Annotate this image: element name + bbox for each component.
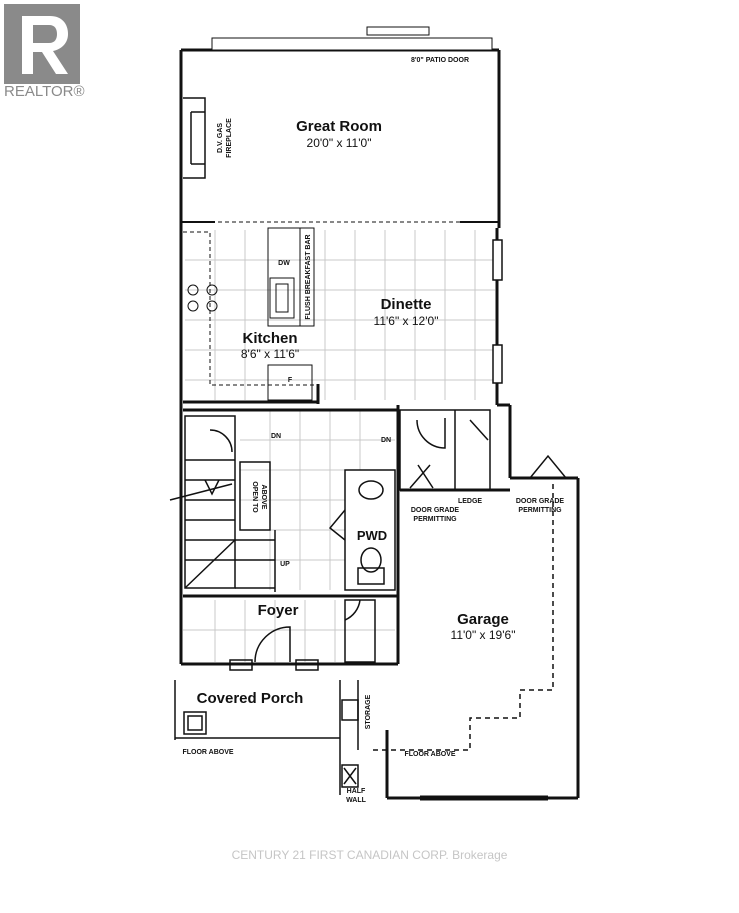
stairs-up-label: UP (280, 561, 290, 568)
tile-grid (183, 230, 495, 662)
porch (174, 680, 341, 795)
foyer-title: Foyer (258, 602, 299, 619)
kitchen-counters (183, 227, 318, 401)
dinette-dims: 11'6" x 12'0" (374, 314, 439, 328)
stairs (169, 408, 398, 592)
door-grade-label-1a: DOOR GRADE (411, 507, 460, 514)
brokerage-watermark: CENTURY 21 FIRST CANADIAN CORP. Brokerag… (231, 848, 508, 862)
kitchen-dims: 8'6" x 11'6" (241, 347, 299, 361)
fireplace-label-1: D.V. GAS (217, 123, 224, 153)
breakfast-bar-label: FLUSH BREAKFAST BAR (305, 234, 312, 319)
open-above-label-2: ABOVE (260, 485, 267, 510)
foyer-walls (183, 594, 398, 671)
closets (399, 409, 567, 492)
porch-floor-above-label: FLOOR ABOVE (182, 749, 233, 756)
top-windows (211, 26, 493, 51)
pwd-title: PWD (357, 528, 387, 543)
closet-down-label: DN (381, 437, 391, 444)
door-grade-label-2a: DOOR GRADE (516, 498, 565, 505)
side-windows (492, 239, 503, 384)
fireplace-label-2: FIREPLACE (226, 118, 233, 158)
dishwasher-label: DW (278, 260, 290, 267)
half-wall-label-1: HALF (347, 788, 366, 795)
ledge-label: LEDGE (458, 498, 482, 505)
garage-details (341, 480, 554, 801)
door-grade-label-1b: PERMITTING (413, 516, 457, 523)
dinette-title: Dinette (381, 296, 432, 313)
open-above-label-1: OPEN TO (251, 481, 258, 513)
realtor-logo-text: REALTOR® (4, 83, 85, 100)
garage-title: Garage (457, 611, 509, 628)
great-room-title: Great Room (296, 118, 382, 135)
powder-room (328, 469, 396, 591)
realtor-logo (4, 4, 80, 84)
stairs-down-label: DN (271, 433, 281, 440)
fireplace (183, 97, 206, 179)
kitchen-title: Kitchen (242, 330, 297, 347)
door-grade-label-2b: PERMITTING (518, 507, 562, 514)
exterior-walls (179, 48, 580, 800)
garage-floor-above-label: FLOOR ABOVE (404, 751, 455, 758)
garage-dims: 11'0" x 19'6" (451, 628, 516, 642)
covered-porch-title: Covered Porch (197, 690, 304, 707)
patio-door-label: 8'0" PATIO DOOR (411, 57, 469, 64)
half-wall-label-2: WALL (346, 797, 367, 804)
realtor-r-icon (4, 4, 80, 84)
storage-label: STORAGE (365, 694, 372, 729)
great-room-dims: 20'0" x 11'0" (307, 136, 372, 150)
fridge-label: F (288, 377, 293, 384)
